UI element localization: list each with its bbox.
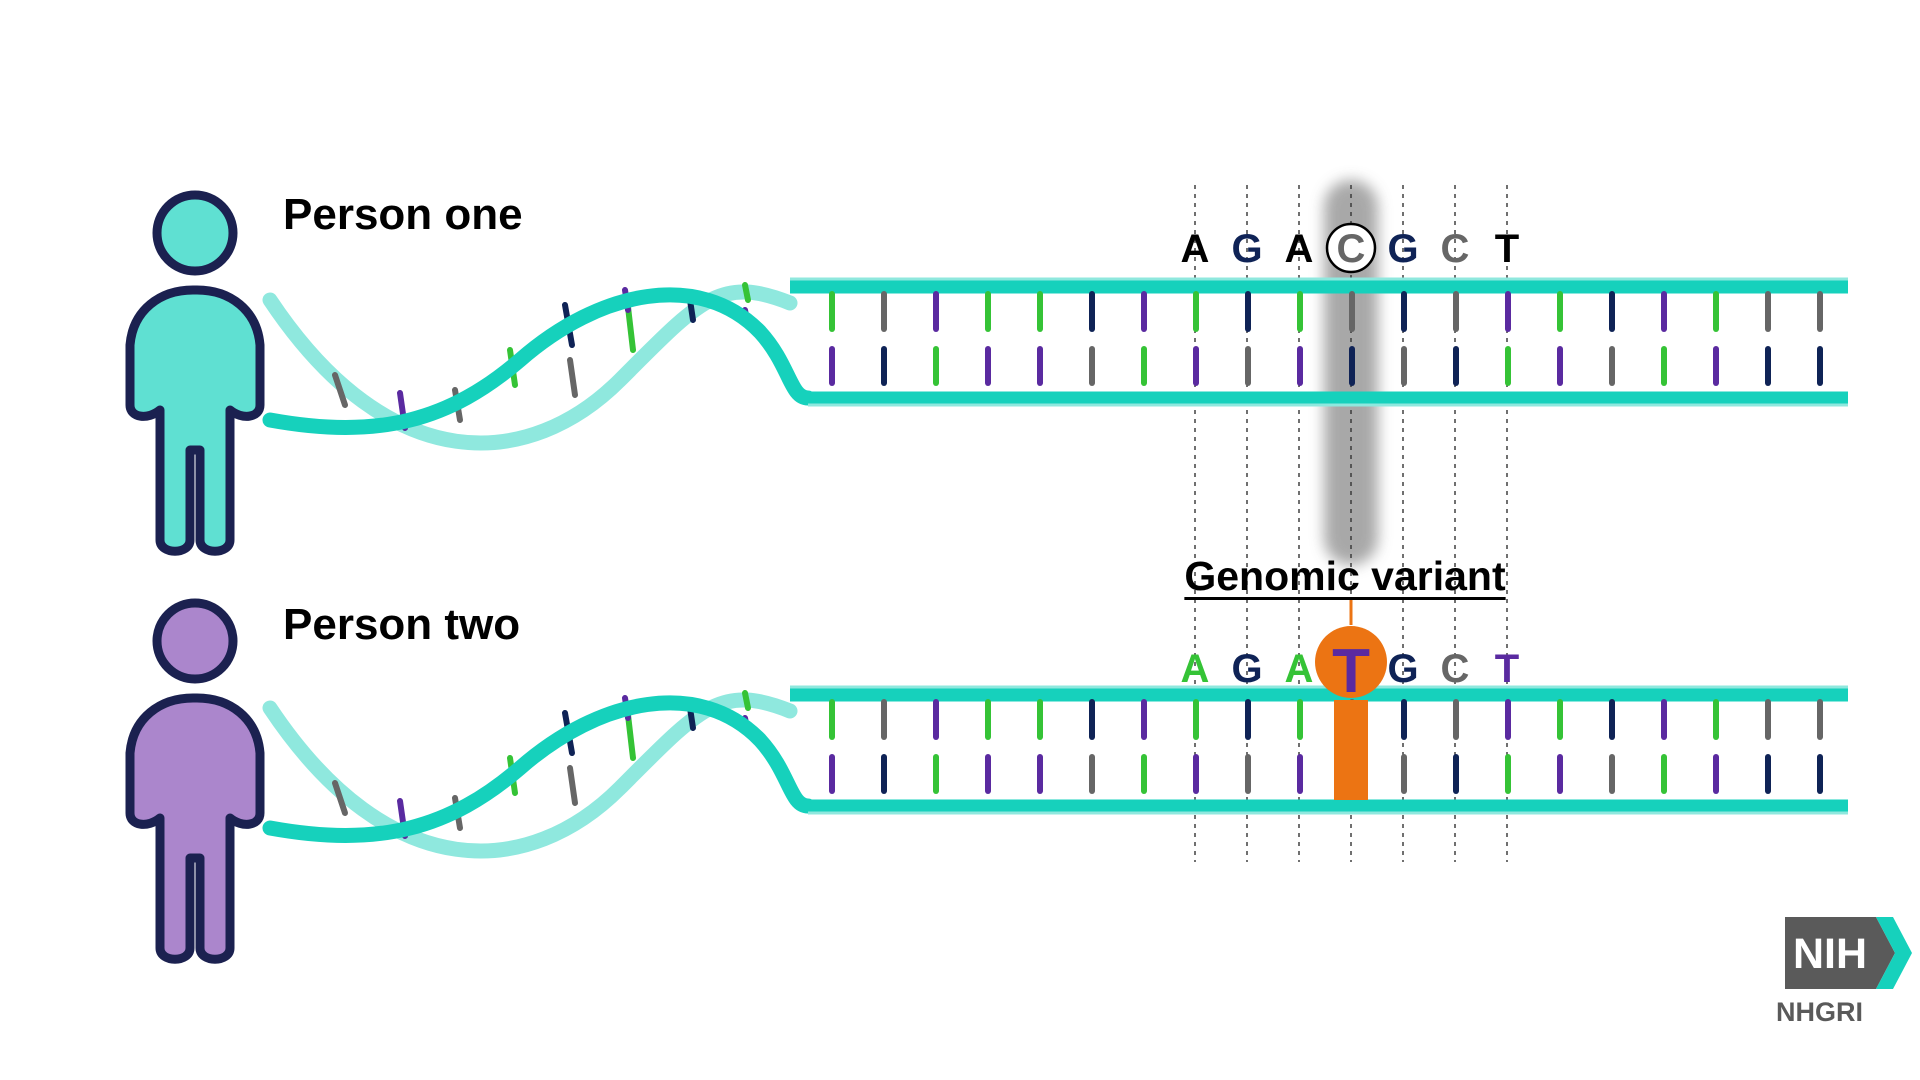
genomic-variant-title: Genomic variant	[1184, 553, 1506, 599]
helix-rung	[332, 780, 348, 816]
helix-rung	[742, 690, 751, 711]
helix-rung	[625, 712, 636, 761]
person-icon	[125, 190, 265, 556]
variant-base-pair-bar	[1334, 700, 1368, 800]
nih-logo-icon: NIH	[1785, 917, 1912, 989]
person-1-group	[125, 190, 1848, 556]
person-head	[152, 190, 238, 276]
person-2-group	[125, 598, 1848, 964]
sequence-letter-G: G	[1231, 647, 1262, 691]
helix-rung	[567, 765, 578, 806]
dna-back-strand	[262, 692, 798, 859]
sequence-letter-A: A	[1181, 647, 1210, 691]
sequence-letter-G: G	[1231, 227, 1262, 271]
sequence-letter-C: C	[1337, 227, 1366, 271]
circle-marker-icon	[1325, 222, 1377, 274]
dna-front-strand	[262, 695, 816, 843]
nih-logo-text: NIH	[1793, 930, 1867, 978]
sequence-letter-G: G	[1387, 647, 1418, 691]
sequence-letter-G: G	[1387, 227, 1418, 271]
helix-rung	[625, 304, 636, 353]
helix-rung	[332, 372, 348, 408]
sequence-letter-T: T	[1495, 647, 1519, 691]
helix-rung	[567, 357, 578, 398]
sequence-letter-A: A	[1285, 227, 1314, 271]
person-head	[152, 598, 238, 684]
sequence-letter-A: A	[1285, 647, 1314, 691]
sequence-letter-T: T	[1332, 637, 1370, 706]
variant-circle-marker	[1315, 626, 1387, 698]
nih-logo-chevron	[1876, 917, 1912, 989]
person-one-label: Person one	[283, 190, 523, 239]
dna-back-strand	[262, 284, 798, 451]
sequence-letter-T: T	[1495, 227, 1519, 271]
nih-logo-shape	[1785, 917, 1895, 989]
person-body	[125, 285, 265, 556]
person-icon	[125, 598, 265, 964]
nhgri-label: NHGRI	[1776, 997, 1863, 1027]
sequence-letter-C: C	[1441, 227, 1470, 271]
dna-front-strand	[262, 287, 816, 435]
sequence-letter-C: C	[1441, 647, 1470, 691]
helix-rung	[742, 282, 751, 303]
sequence-letter-A: A	[1181, 227, 1210, 271]
person-body	[125, 693, 265, 964]
person-two-label: Person two	[283, 600, 521, 649]
